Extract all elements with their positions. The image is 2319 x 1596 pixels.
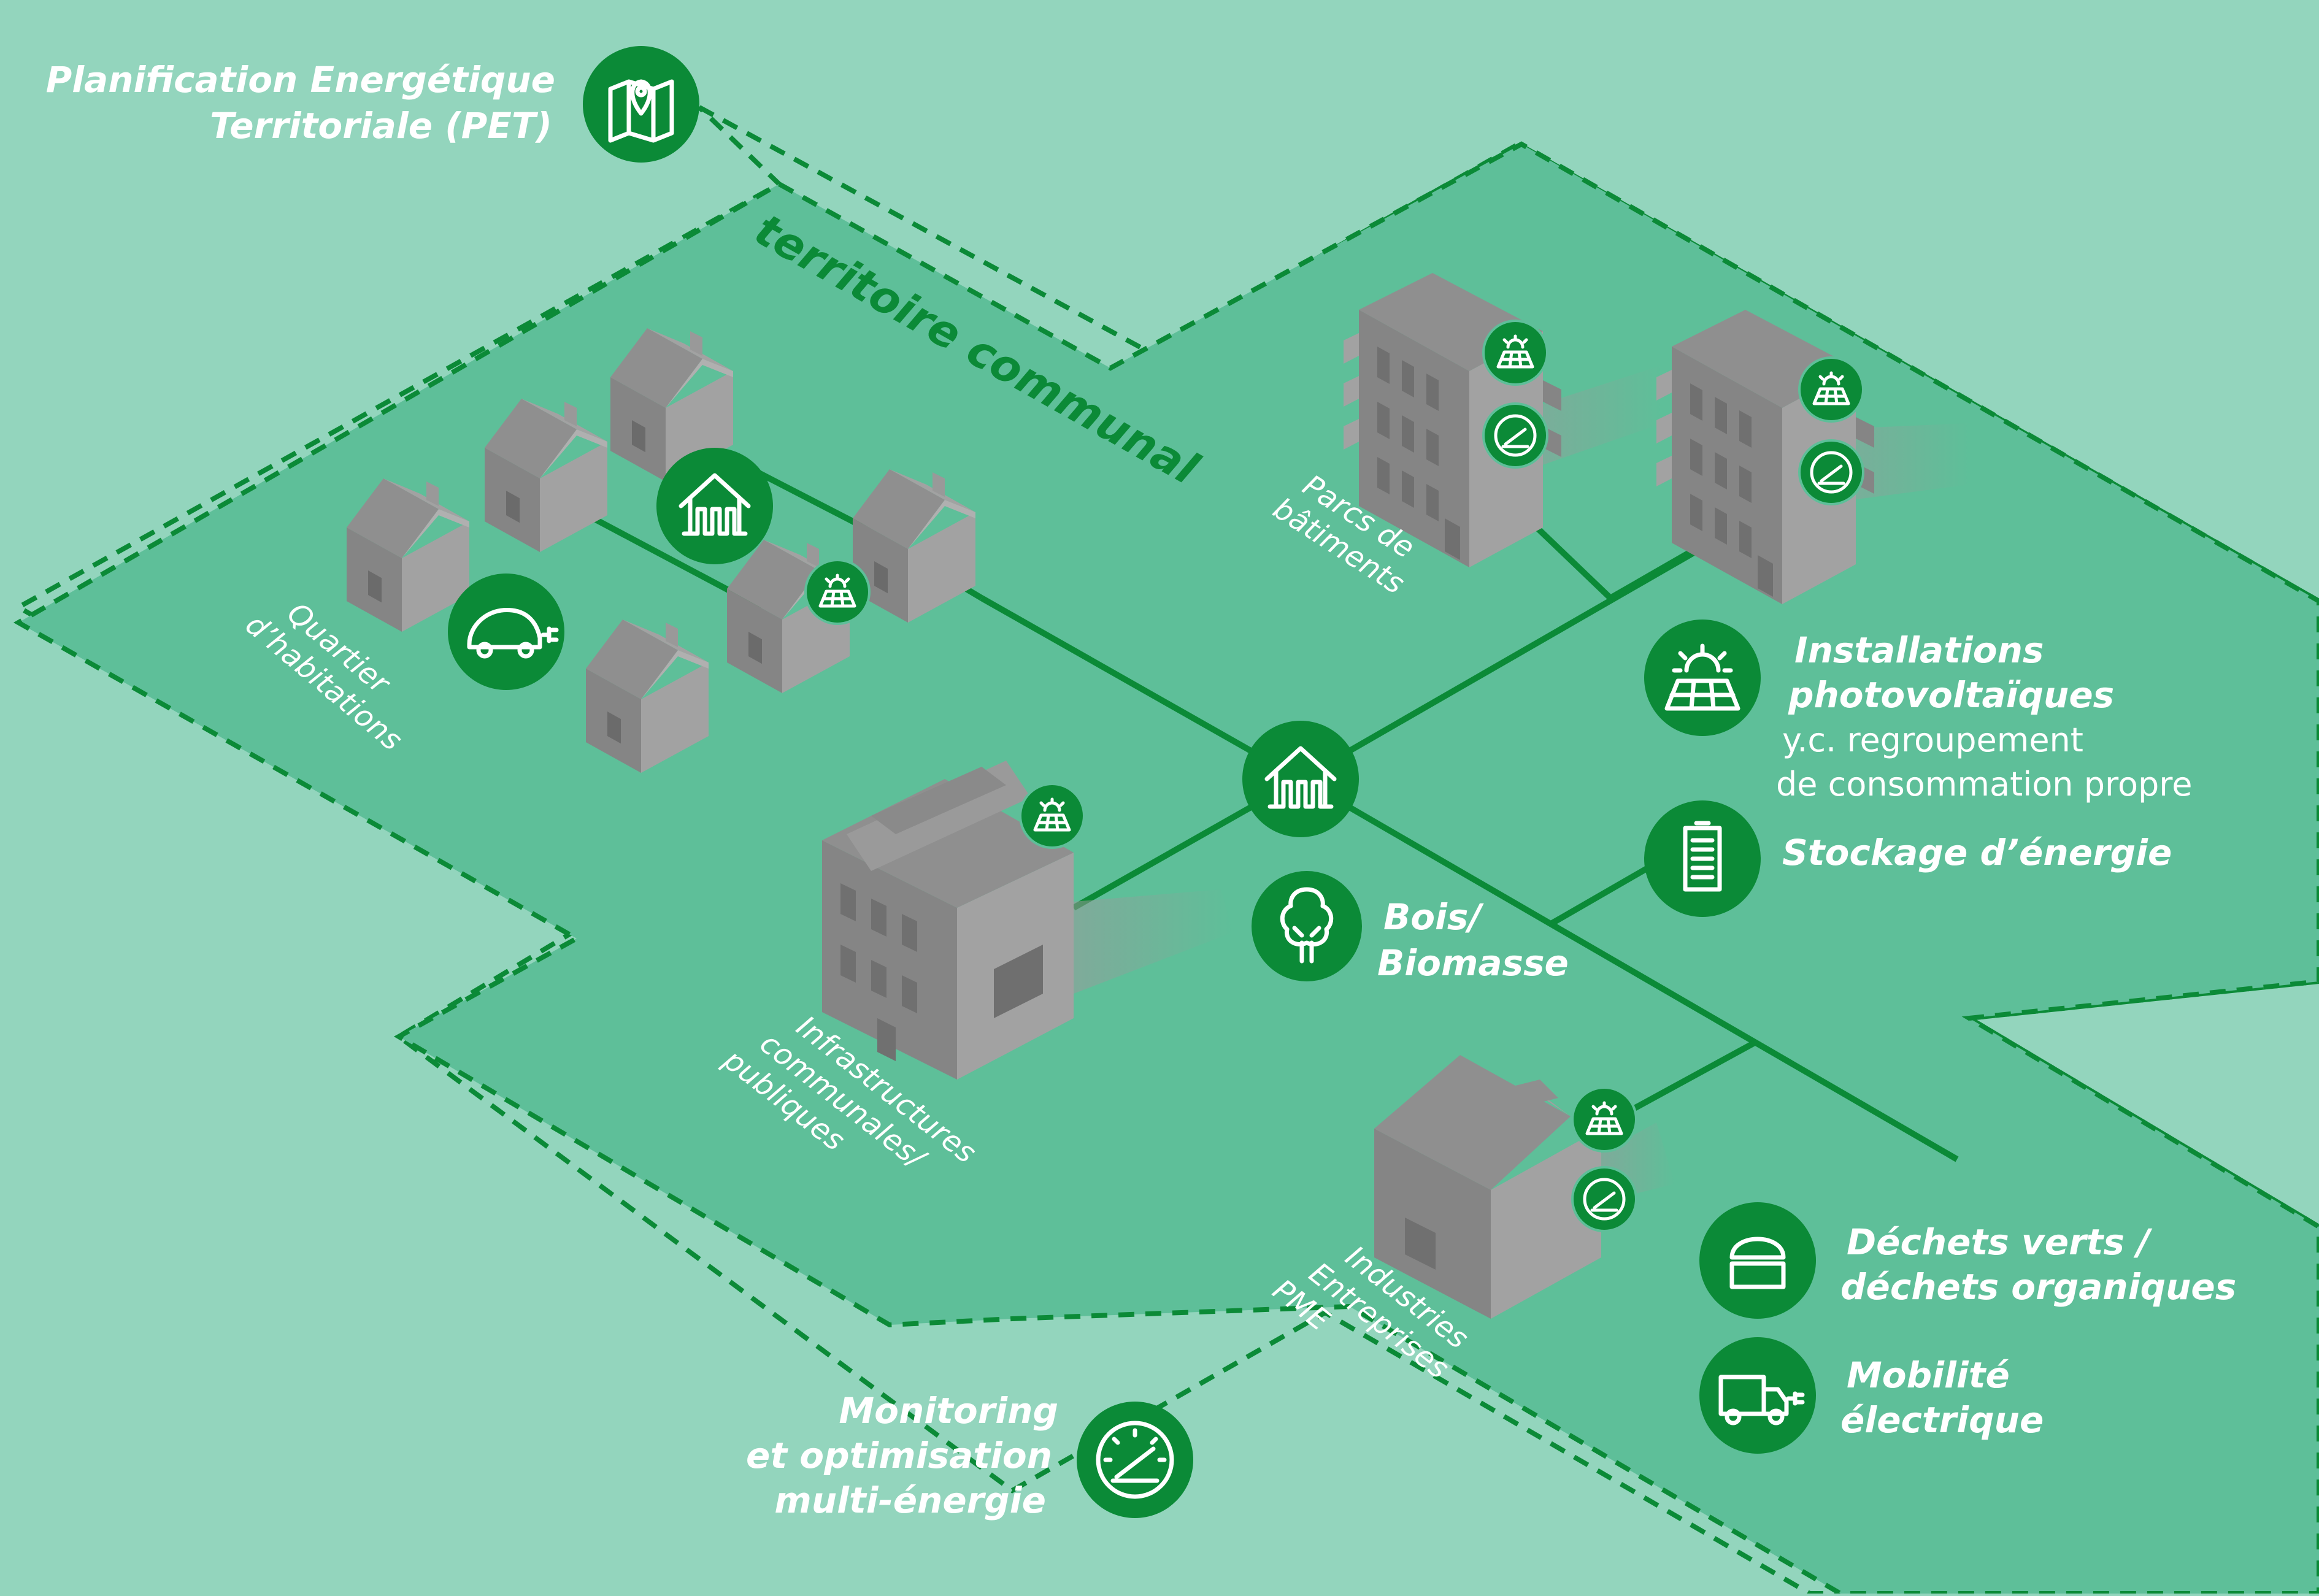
public-building <box>822 761 1074 1080</box>
solar-panel-icon <box>1496 334 1534 369</box>
mon-label-3: multi-énergie <box>774 1479 1046 1521</box>
tree-icon <box>1280 887 1334 964</box>
badge-gauge-industry <box>1571 1166 1637 1232</box>
pet-title-line2: Territoriale (PET) <box>210 105 552 147</box>
pv-label-1: Installations <box>1794 629 2044 671</box>
bois-label-1: Bois/ <box>1383 896 1484 938</box>
heat-network-badge-houses <box>656 448 773 564</box>
gauge-icon <box>1583 1178 1626 1221</box>
electric-truck-icon <box>1718 1375 1805 1425</box>
solar-panel-icon <box>1585 1101 1623 1135</box>
pet-title-line1: Planification Energétique <box>46 59 555 101</box>
battery-icon <box>1683 821 1722 892</box>
gauge-icon <box>1810 451 1853 494</box>
heat-network-hub <box>1242 721 1359 837</box>
pv-label-4: de consommation propre <box>1776 765 2193 804</box>
heat-network-icon <box>1264 746 1337 809</box>
electric-car-icon <box>467 607 559 659</box>
badge-solar-tower1 <box>1482 320 1548 386</box>
mobility-legend-badge <box>1699 1337 1816 1454</box>
heat-network-icon <box>679 473 751 536</box>
solar-panel-icon <box>818 574 856 608</box>
storage-legend-badge <box>1644 800 1761 917</box>
mon-label-1: Monitoring <box>839 1390 1058 1432</box>
solar-panel-icon <box>1033 797 1071 832</box>
badge-gauge-tower2 <box>1798 439 1864 505</box>
solar-panel-icon <box>1664 643 1740 711</box>
gauge-icon <box>1096 1421 1174 1499</box>
badge-solar-infra <box>1019 783 1085 849</box>
badge-solar-tower2 <box>1798 356 1864 423</box>
biomass-badge <box>1252 871 1362 981</box>
mob-label-2: électrique <box>1840 1399 2044 1441</box>
gauge-icon <box>1494 414 1537 457</box>
badge-solar-house <box>804 559 871 625</box>
bois-label-2: Biomasse <box>1377 942 1569 984</box>
badge-solar-industry <box>1571 1086 1637 1153</box>
solar-legend-badge <box>1644 620 1761 736</box>
bin-icon <box>1729 1237 1786 1289</box>
monitoring-legend-badge <box>1077 1402 1193 1518</box>
industrial-building <box>1374 1055 1601 1319</box>
pet-map-badge <box>583 46 699 163</box>
electric-car-badge <box>448 574 564 690</box>
badge-gauge-tower1 <box>1482 402 1548 469</box>
map-pin-icon <box>608 79 674 143</box>
waste-legend-badge <box>1699 1202 1816 1319</box>
mon-label-2: et optimisation <box>746 1435 1052 1476</box>
mob-label-1: Mobilité <box>1847 1354 2010 1396</box>
dechets-label-1: Déchets verts / <box>1847 1221 2153 1263</box>
solar-panel-icon <box>1812 371 1850 405</box>
pv-label-3: y.c. regroupement <box>1782 721 2083 759</box>
dechets-label-2: déchets organiques <box>1840 1266 2236 1308</box>
storage-label: Stockage d’énergie <box>1782 832 2172 873</box>
pv-label-2: photovoltaïques <box>1788 674 2114 716</box>
